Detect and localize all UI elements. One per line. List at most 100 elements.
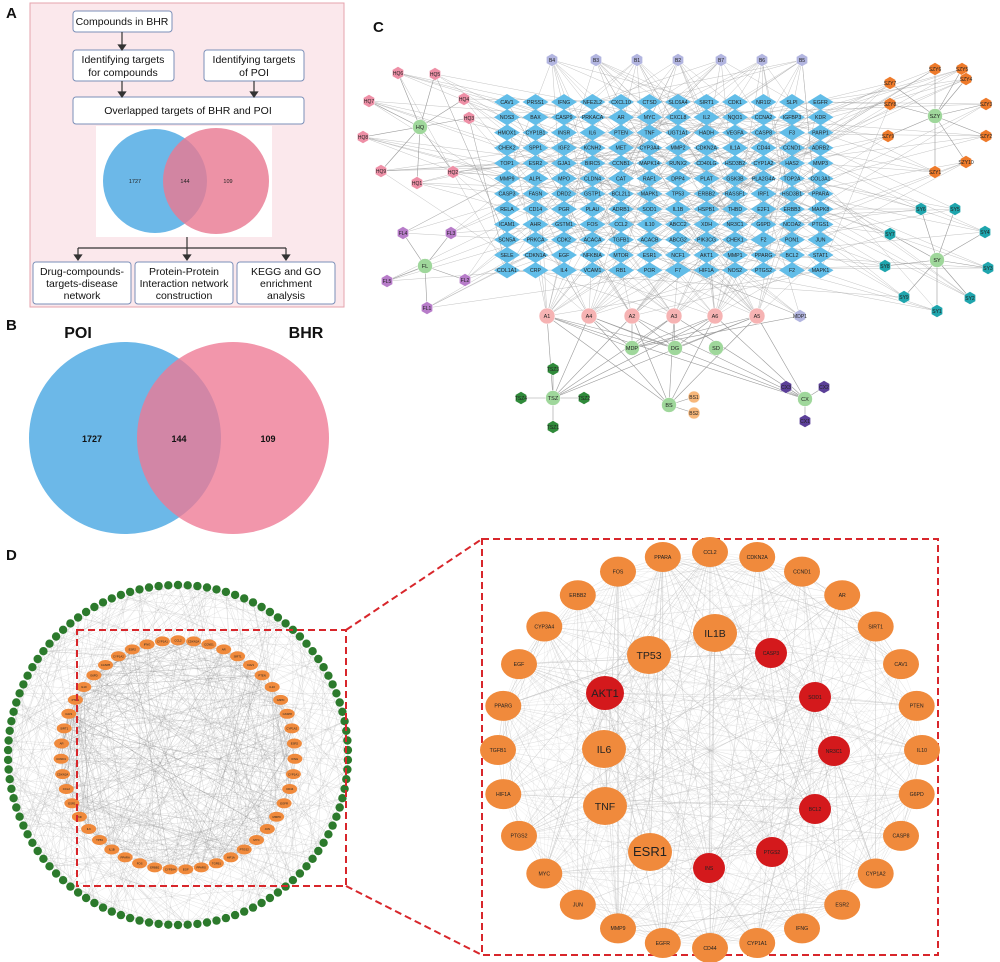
target-label: CRP: [530, 268, 541, 274]
ppi-edge: [544, 867, 710, 874]
target-node-bcl2l1: BCL2L1: [608, 185, 634, 202]
ppi-edge: [19, 684, 24, 817]
ppi-edge: [71, 803, 300, 874]
ppi-edge: [503, 705, 758, 944]
target-diamond: [494, 93, 520, 111]
hq-compound-hexagon: [447, 165, 459, 179]
b-compound-label: B6: [759, 58, 765, 64]
mdp-compound-label: MDP1: [793, 314, 807, 320]
network-edge: [920, 208, 938, 261]
ppi-edge: [544, 571, 619, 874]
ppi-inner-node: ESR1: [64, 798, 80, 809]
ppi-edge: [93, 675, 285, 804]
ppi-edge: [604, 692, 923, 751]
ppi-inner-node-label: PTGS2: [240, 848, 250, 852]
target-label: TNF: [644, 130, 654, 136]
target-node-f2: F2: [779, 262, 805, 279]
target-diamond: [807, 185, 834, 202]
target-diamond: [579, 201, 606, 218]
ppi-inner-node-label: HIF1A: [227, 856, 235, 860]
target-node-tgfb1: TGFB1: [608, 231, 634, 248]
ppi-outer-node: [173, 920, 183, 930]
target-node-cyp3a4: CYP3A4: [636, 139, 663, 156]
b-compound-hexagon: [631, 53, 643, 67]
ppi-outer-node: [230, 590, 240, 600]
target-diamond: [522, 185, 549, 202]
ppi-outer-node: [73, 888, 83, 897]
ppi-inner-node-label: EGF: [183, 868, 189, 872]
target-node-slc6a4: SLC6A4: [665, 93, 691, 111]
herb-circle: [708, 340, 724, 356]
target-label: UGT1A1: [668, 130, 688, 136]
ppi-inner-node-label: G6PD: [90, 674, 98, 678]
ppi-edge: [518, 835, 651, 853]
zoom-region-box: [76, 629, 347, 887]
target-diamond: [779, 170, 805, 187]
target-label: SPP1: [529, 146, 542, 152]
ppi-edge: [66, 585, 188, 790]
target-label: RELA: [500, 207, 514, 213]
ppi-edge: [11, 623, 286, 722]
bs-compound-circle: [687, 406, 701, 420]
network-edge: [450, 163, 536, 234]
ppi-edge: [709, 551, 902, 665]
target-node-rassf1: RASSF1: [722, 185, 748, 202]
target-node-mmp1: MMP1: [722, 246, 748, 264]
a-compound-node-a5: A5: [748, 307, 766, 325]
target-node-spp1: SPP1: [522, 139, 549, 156]
ppi-inner-node-label: CDKN2A: [57, 772, 68, 776]
target-label: INSR: [558, 130, 571, 136]
ppi-hub-node-shape: [756, 837, 788, 867]
ppi-inner-node: IFNG: [139, 639, 155, 650]
ppi-inner-node-label: PPARA: [121, 856, 130, 860]
ppi-edge: [37, 664, 106, 852]
ppi-node-myc: MYC: [526, 858, 563, 889]
ppi-edge: [105, 664, 273, 688]
target-diamond: [722, 231, 748, 248]
ppi-edge: [201, 664, 251, 868]
network-edge: [714, 178, 793, 317]
sy-compound-label: SY4: [980, 230, 990, 236]
ppi-edge: [8, 759, 293, 881]
target-diamond: [522, 262, 549, 279]
ppi-outer-node: [135, 585, 144, 594]
ppi-edge: [68, 658, 319, 714]
network-edge: [791, 103, 891, 164]
ppi-edge: [648, 654, 902, 837]
target-label: VCAM1: [584, 268, 602, 274]
herb-circle: [927, 108, 943, 124]
target-node-nfkbia: NFKBIA: [579, 246, 606, 264]
ppi-edge: [503, 793, 816, 810]
ppi-outer-node: [314, 654, 323, 664]
szy-compound-label: SZY4: [960, 77, 973, 83]
a-compound-circle: [538, 307, 556, 325]
ppi-edge: [875, 664, 902, 874]
ppi-edge: [185, 869, 236, 916]
ppi-outer-node: [308, 647, 317, 656]
ppi-edge: [27, 834, 95, 904]
ppi-inner-node: AR: [216, 644, 232, 655]
szy-compound-hexagon: [960, 155, 972, 169]
ppi-outer-node: [33, 654, 42, 664]
ppi-inner-node-shape: [139, 639, 155, 650]
hq-compound-node-hq2: HQ2: [447, 165, 459, 179]
ppi-node-shape: [692, 537, 728, 567]
target-diamond: [636, 170, 663, 187]
panel-b-letter: B: [6, 317, 17, 334]
ppi-outer-node: [183, 581, 192, 590]
ppi-inner-node-label: G6PD: [277, 698, 285, 702]
ppi-edge: [662, 904, 843, 944]
target-label: PPARG: [755, 253, 773, 259]
herb-label: CX: [801, 397, 809, 403]
target-label: MMP1: [728, 253, 743, 259]
target-diamond: [750, 93, 777, 111]
szy-compound-hexagon: [980, 129, 992, 143]
network-edge: [419, 98, 465, 128]
ppi-edge: [216, 611, 271, 864]
ppi-edge: [544, 626, 773, 853]
ppi-inner-node-label: IFNG: [292, 757, 299, 761]
target-diamond: [722, 93, 748, 111]
sy-compound-node-sy1: SY1: [931, 304, 943, 318]
ppi-edge: [604, 692, 758, 944]
target-node-vegfa: VEGFA: [722, 124, 748, 141]
